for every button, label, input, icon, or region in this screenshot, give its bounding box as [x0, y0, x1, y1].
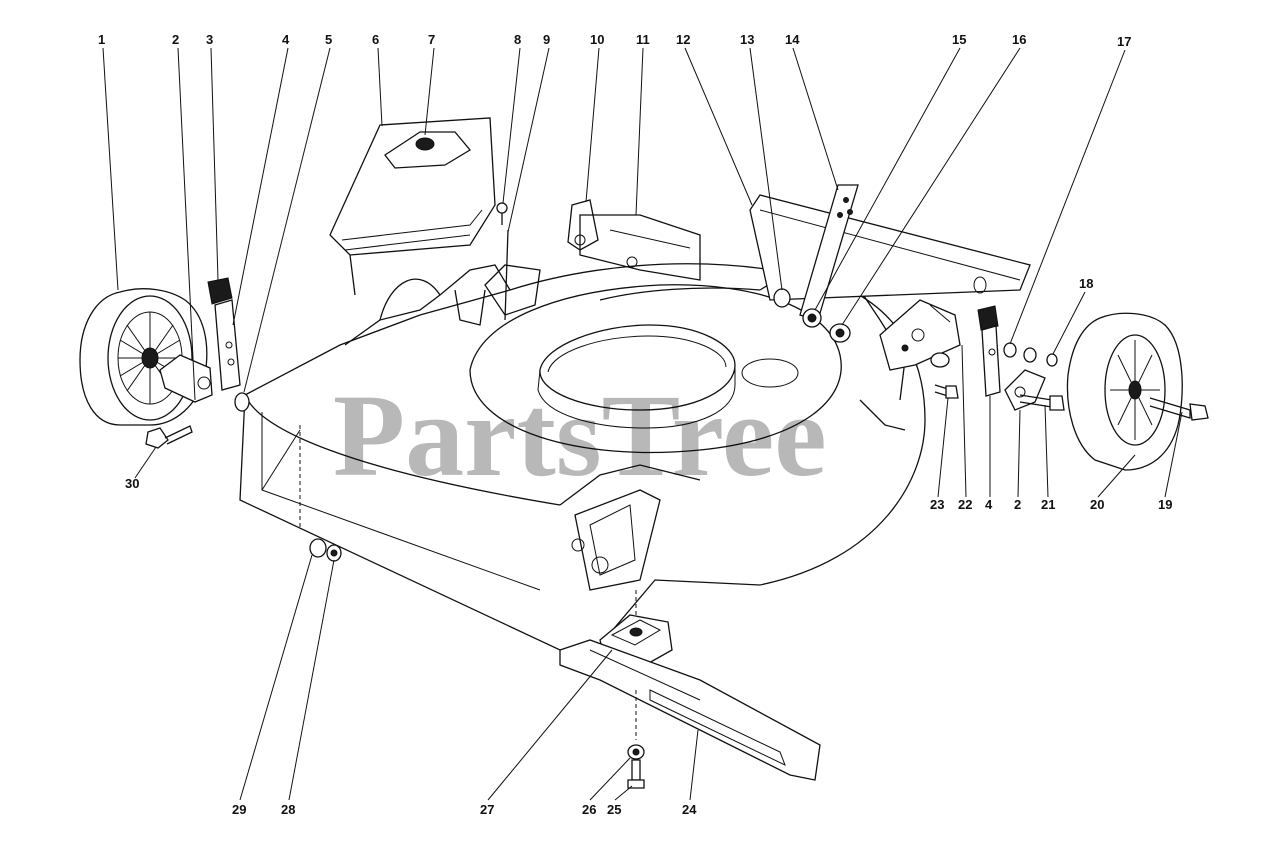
callout-12: 12	[676, 32, 690, 47]
callout-11: 11	[636, 32, 650, 47]
callout-24: 24	[682, 802, 697, 817]
callout-20: 20	[1090, 497, 1104, 512]
leader-lines	[102, 47, 1183, 801]
callout-17: 17	[1117, 34, 1131, 49]
callout-4-right: 4	[985, 497, 993, 512]
left-washer	[234, 392, 250, 412]
callout-9: 9	[543, 32, 550, 47]
right-axle-bolt	[1019, 394, 1065, 411]
callout-22: 22	[958, 497, 972, 512]
mower-deck-housing	[239, 263, 926, 651]
callout-2: 2	[172, 32, 179, 47]
callout-10: 10	[590, 32, 604, 47]
right-wheel	[1066, 312, 1183, 471]
blade	[559, 639, 821, 781]
callout-13: 13	[740, 32, 754, 47]
callout-26: 26	[582, 802, 596, 817]
callout-6: 6	[372, 32, 379, 47]
callout-19: 19	[1158, 497, 1172, 512]
callout-16: 16	[1012, 32, 1026, 47]
watermark-text: PartsTree	[333, 370, 827, 501]
callout-1: 1	[98, 32, 105, 47]
callout-5: 5	[325, 32, 332, 47]
right-axle-bracket	[1004, 369, 1046, 411]
front-washer-nut	[309, 538, 342, 562]
flange-nut	[829, 323, 851, 343]
callout-28: 28	[281, 802, 295, 817]
left-wheel	[79, 288, 208, 426]
callout-8: 8	[514, 32, 521, 47]
callout-15: 15	[952, 32, 966, 47]
right-height-lever	[977, 305, 1001, 397]
callout-29: 29	[232, 802, 246, 817]
callout-30: 30	[125, 476, 139, 491]
callout-4: 4	[282, 32, 290, 47]
right-wheel-bolt	[1149, 397, 1209, 421]
callout-25: 25	[607, 802, 621, 817]
callout-7: 7	[428, 32, 435, 47]
rear-door	[749, 194, 1031, 301]
callout-2-right: 2	[1014, 497, 1021, 512]
spacer	[773, 288, 822, 328]
callout-21: 21	[1041, 497, 1055, 512]
grass-deflector	[329, 117, 496, 296]
callout-18: 18	[1079, 276, 1093, 291]
left-bolt	[145, 425, 193, 449]
rear-axle-bracket	[579, 214, 701, 281]
left-axle-bracket	[159, 354, 213, 403]
callout-14: 14	[785, 32, 800, 47]
right-washers	[930, 342, 1058, 368]
screw-and-rod	[496, 202, 509, 321]
callout-27: 27	[480, 802, 494, 817]
height-adjust-bracket	[567, 199, 599, 251]
left-height-lever	[207, 277, 241, 391]
deck-bolt	[934, 384, 959, 399]
callout-labels: 1 2 3 4 5 6 7 8 9 10 11 12 13 14 15 16 1…	[98, 32, 1172, 817]
callout-23: 23	[930, 497, 944, 512]
blade-bolt-washer	[627, 690, 645, 789]
callout-3: 3	[206, 32, 213, 47]
